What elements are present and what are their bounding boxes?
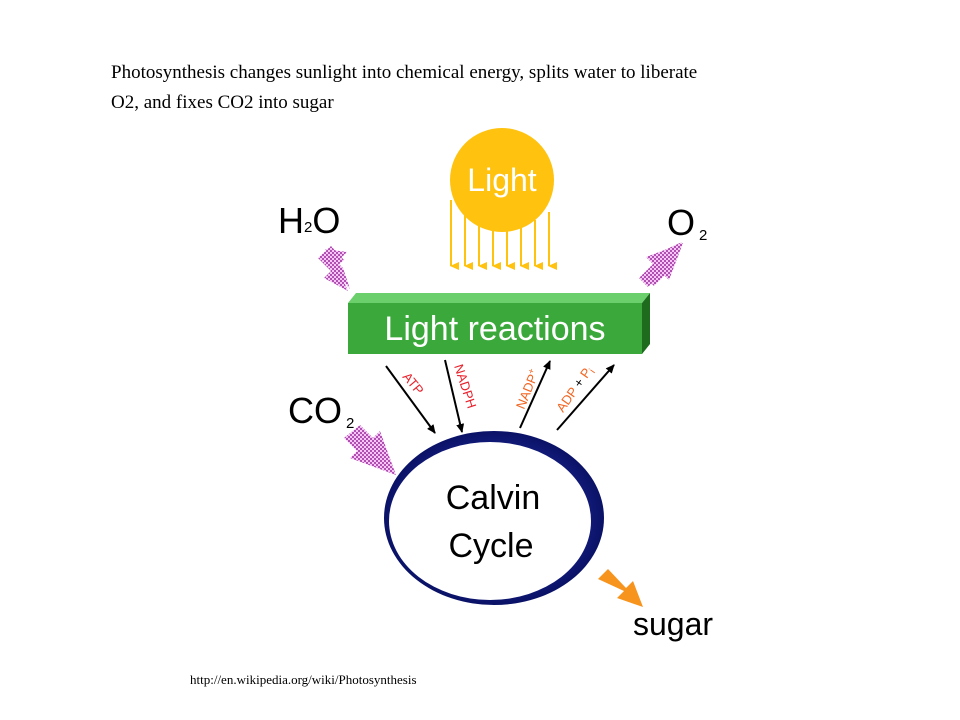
- nadph-arrow: [444, 359, 465, 433]
- atp-arrow: [385, 365, 436, 434]
- sugar-label: sugar: [633, 606, 713, 642]
- light-reactions-box-front: [348, 303, 642, 354]
- h2o-label: H2O: [278, 200, 340, 241]
- caption-line-2: O2, and fixes CO2 into sugar: [111, 92, 334, 113]
- calvin-label-line-2: Cycle: [448, 527, 533, 565]
- nadp-arrow: [519, 360, 551, 429]
- light-reactions-box: Light reactions: [348, 293, 650, 354]
- water-input-arrow-body: [318, 246, 348, 291]
- calvin-cycle: Calvin Cycle: [384, 431, 604, 605]
- sun-circle: [450, 128, 554, 232]
- sun-group: Light: [450, 128, 557, 270]
- calvin-ring-inner: [389, 442, 591, 600]
- light-reactions-box-side: [642, 293, 650, 354]
- light-label: Light: [467, 162, 537, 198]
- adp-arrow: [556, 364, 615, 431]
- sugar-output-arrow: [598, 569, 643, 607]
- sun-rays: [450, 200, 557, 270]
- co2-input-arrow: [344, 425, 396, 475]
- light-reactions-label: Light reactions: [384, 310, 605, 348]
- source-url: http://en.wikipedia.org/wiki/Photosynthe…: [190, 672, 417, 687]
- caption-line-1: Photosynthesis changes sunlight into che…: [111, 62, 698, 83]
- atp-label: ATP: [400, 369, 427, 397]
- oxygen-output-arrow-body: [639, 243, 683, 287]
- light-reactions-box-top: [348, 293, 650, 303]
- caption: Photosynthesis changes sunlight into che…: [111, 58, 891, 118]
- calvin-label-line-1: Calvin: [446, 479, 540, 517]
